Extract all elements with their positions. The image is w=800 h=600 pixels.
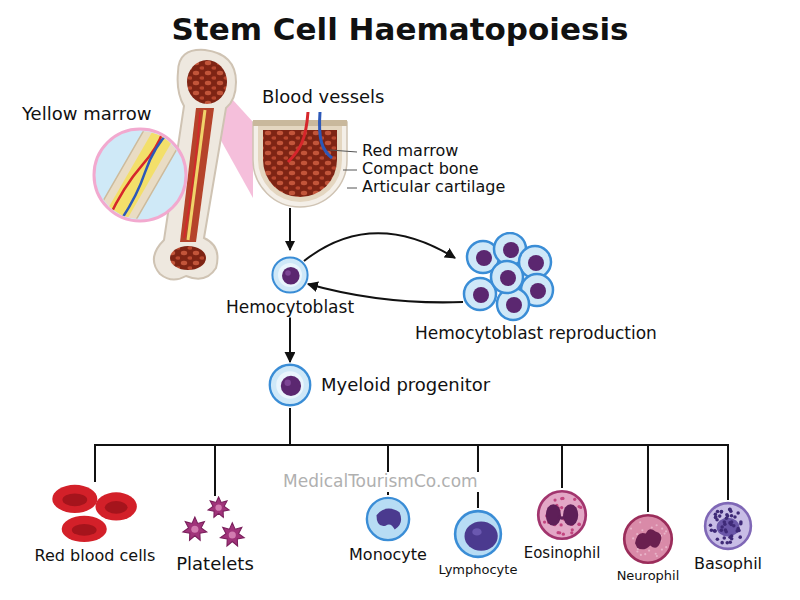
red-marrow (263, 130, 337, 197)
cell-icon (702, 500, 754, 552)
marrow-tube (94, 114, 187, 237)
cell-icon (267, 362, 313, 408)
cell-icon (48, 482, 143, 544)
watermark: MedicalTourismCo.com (280, 472, 481, 492)
leader-line (330, 150, 357, 188)
part-label: Red marrow (362, 142, 458, 160)
diagram-title: Stem Cell Haematopoiesis (0, 12, 800, 48)
lymphocyte-cell: Lymphocyte (439, 508, 518, 578)
cell-label: Lymphocyte (439, 563, 518, 578)
flow-arrow (289, 208, 291, 250)
cell-icon (621, 512, 675, 566)
cell-icon (270, 255, 310, 295)
red-blood-cells: Red blood cells (35, 482, 156, 565)
stem-cell: Hemocytoblast (226, 255, 354, 318)
part-label: Yellow marrow (22, 104, 152, 125)
compact-bone (258, 126, 342, 202)
cell-label: Platelets (176, 554, 254, 575)
cell-label: Neurophil (617, 569, 680, 584)
branch-line (215, 408, 290, 496)
blood-vessel (320, 112, 333, 158)
cell-label: Red blood cells (35, 547, 156, 565)
cell-icon (535, 488, 589, 542)
neutrophil-cell: Neurophil (617, 512, 680, 584)
eosinophil-cell: Eosinophil (524, 488, 601, 562)
cell-label: Basophil (694, 555, 762, 573)
platelets: Platelets (176, 496, 254, 575)
cell-label: Eosinophil (524, 545, 601, 562)
cell-label: Hemocytoblast reproduction (415, 324, 657, 344)
basophil-cell: Basophil (694, 500, 762, 573)
part-label: Articular cartilage (362, 178, 505, 196)
part-label: Blood vessels (262, 87, 384, 108)
monocyte-cell: Monocyte (349, 495, 427, 564)
flow-arrow (289, 318, 291, 362)
section-top (253, 120, 347, 126)
cell-icon (452, 508, 504, 560)
cell-icon (455, 232, 555, 322)
cell-icon (179, 496, 251, 551)
blood-vessel (288, 112, 308, 162)
cell-label: Monocyte (349, 546, 427, 564)
articular-cartilage (253, 122, 347, 207)
branch-line (290, 408, 478, 508)
yellow-marrow (188, 110, 205, 240)
spongy-bone (187, 60, 227, 104)
part-label: Compact bone (362, 160, 479, 178)
cell-cluster: Hemocytoblast reproduction (455, 232, 555, 322)
branch-line (290, 408, 648, 512)
flow-arrow (304, 233, 455, 261)
cell-label: Hemocytoblast (226, 298, 354, 318)
cell-label: Myeloid progenitor (321, 375, 490, 396)
spongy-bone (170, 246, 206, 270)
progenitor-cell: Myeloid progenitor (267, 362, 490, 408)
cell-icon (364, 495, 412, 543)
